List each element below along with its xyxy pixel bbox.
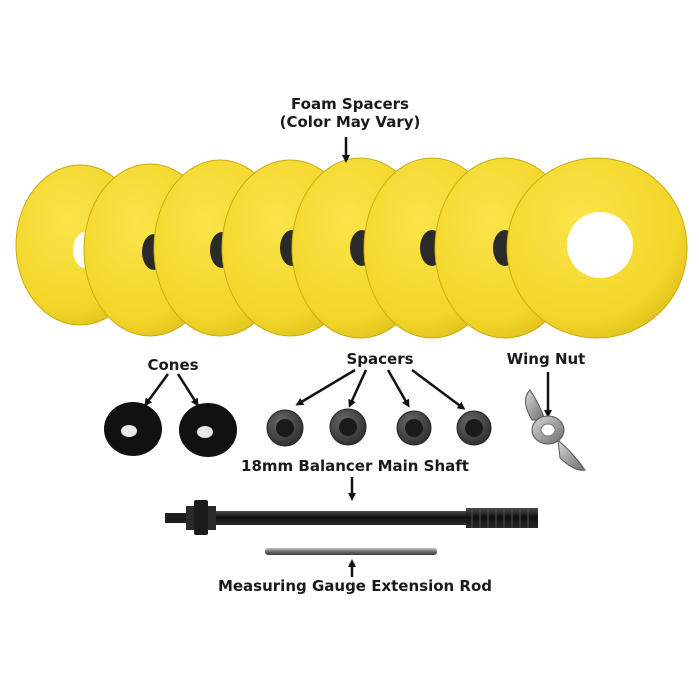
label-foam-spacers-line2: (Color May Vary): [279, 113, 421, 131]
label-wing-nut: Wing Nut: [506, 350, 586, 368]
arrow-cone-left: [144, 373, 170, 407]
foam-spacer: [506, 157, 688, 339]
foam-spacer-stack: [15, 157, 688, 339]
label-extension-rod: Measuring Gauge Extension Rod: [217, 577, 493, 595]
arrow-spacer-4: [411, 368, 466, 410]
spacer-1: [266, 409, 304, 447]
label-cones: Cones: [147, 356, 199, 374]
spacer-4: [456, 410, 492, 446]
callout-arrows: [144, 137, 552, 577]
wing-nut: [525, 389, 586, 471]
arrow-spacer-1: [295, 368, 356, 406]
spacer-3: [396, 410, 432, 446]
cone-right: [179, 403, 237, 457]
label-main-shaft: 18mm Balancer Main Shaft: [241, 457, 469, 475]
label-foam-spacers: Foam Spacers (Color May Vary): [250, 95, 450, 131]
arrow-spacer-3: [386, 369, 410, 408]
cone-left: [104, 402, 162, 456]
arrow-spacer-2: [348, 369, 368, 408]
extension-rod: [265, 548, 437, 555]
label-foam-spacers-line1: Foam Spacers: [291, 95, 409, 113]
label-spacers: Spacers: [346, 350, 414, 368]
main-shaft: [165, 500, 538, 535]
arrow-cone-right: [176, 373, 199, 407]
spacer-2: [329, 408, 367, 446]
